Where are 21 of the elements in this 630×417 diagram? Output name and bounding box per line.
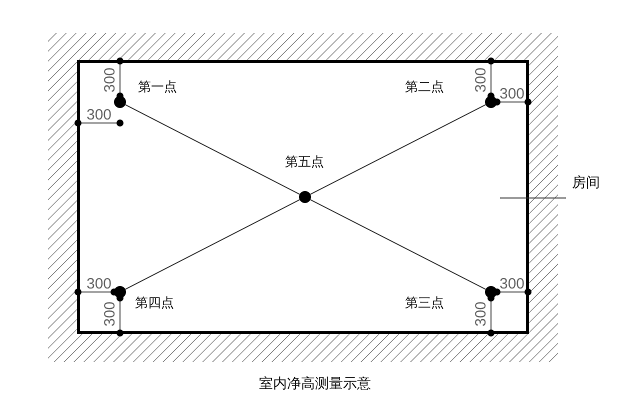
dimension-text: 300 (474, 67, 488, 93)
point-label: 第一点 (138, 79, 177, 96)
dimension-text: 300 (102, 301, 118, 327)
diagonal-line (124, 199, 300, 290)
diagonal-line (310, 199, 486, 290)
room-label: 房间 (572, 174, 600, 192)
diagonal-line (124, 104, 300, 195)
dimension-text: 300 (102, 67, 118, 93)
caption: 室内净高测量示意 (258, 375, 372, 393)
dimension-text: 300 (474, 301, 488, 327)
point-label: 第三点 (405, 295, 444, 312)
point-label: 第五点 (285, 154, 324, 171)
dimension-text: 300 (499, 276, 525, 292)
point-label: 第二点 (405, 79, 444, 96)
diagonal-line (310, 104, 486, 195)
point-label: 第四点 (135, 295, 174, 312)
dimension-text: 300 (86, 276, 112, 292)
dimension-text: 300 (86, 108, 112, 122)
dimension-text: 300 (499, 86, 525, 102)
measuring-point (299, 191, 311, 203)
room-outline (77, 60, 529, 334)
